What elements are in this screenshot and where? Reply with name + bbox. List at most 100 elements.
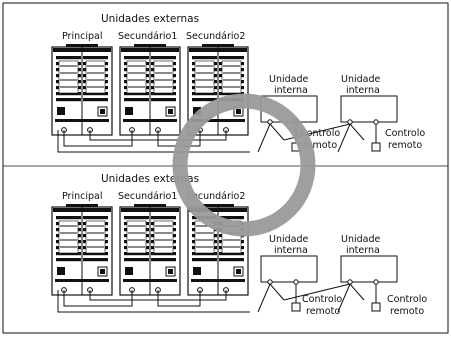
group1-remote2-label-line1: Controlo xyxy=(385,128,425,139)
outdoor-unit-1 xyxy=(51,204,113,296)
wire xyxy=(57,290,250,313)
unit-louvre xyxy=(192,92,217,96)
unit-panel xyxy=(221,60,242,94)
outdoor-unit-2 xyxy=(119,44,181,136)
indoor-terminal xyxy=(293,279,299,285)
unit-louvre xyxy=(83,98,108,102)
unit-louvre xyxy=(56,216,81,220)
unit-panel xyxy=(194,60,215,94)
unit-louvre xyxy=(124,216,149,220)
unit-louvre xyxy=(124,56,149,60)
group2-unit-principal-label: Principal xyxy=(62,191,102,202)
group2-indoor2-label-line1: Unidade xyxy=(341,234,380,245)
unit-louvre xyxy=(151,258,176,262)
unit-block xyxy=(57,267,65,275)
unit-block xyxy=(193,267,201,275)
unit-louvre xyxy=(124,98,149,102)
group1-indoor1-label-line2: interna xyxy=(274,85,308,96)
unit-louvre xyxy=(151,92,176,96)
outdoor-unit-1 xyxy=(51,44,113,136)
group2-indoor1-label-line2: interna xyxy=(274,245,308,256)
unit-panel xyxy=(58,60,79,94)
ring-watermark-icon xyxy=(172,93,316,237)
indoor-unit-box xyxy=(260,255,318,283)
wire xyxy=(89,130,158,141)
unit-block xyxy=(168,269,173,274)
unit-louvre xyxy=(56,92,81,96)
unit-bottom-band xyxy=(55,119,109,122)
remote-controller-icon xyxy=(291,302,301,312)
unit-panel xyxy=(85,220,106,254)
diagram-frame xyxy=(2,2,449,334)
unit-panel xyxy=(126,60,147,94)
wire xyxy=(257,123,285,153)
remote-controller-icon xyxy=(371,302,381,312)
wire xyxy=(89,290,158,301)
indoor-unit-2 xyxy=(340,255,398,283)
unit-bottom-band xyxy=(123,119,177,122)
unit-louvre xyxy=(151,216,176,220)
unit-louvre xyxy=(124,258,149,262)
unit-louvre xyxy=(56,56,81,60)
indoor-terminal xyxy=(373,119,379,125)
unit-block xyxy=(125,107,133,115)
unit-louvre xyxy=(192,56,217,60)
unit-louvre xyxy=(124,252,149,256)
unit-block xyxy=(100,269,105,274)
unit-bottom-band xyxy=(55,279,109,282)
unit-block xyxy=(57,107,65,115)
unit-louvre xyxy=(192,258,217,262)
group2-remote1-label-line1: Controlo xyxy=(302,294,342,305)
unit-panel xyxy=(153,220,174,254)
unit-top-fan xyxy=(66,44,98,47)
group1-system xyxy=(51,44,398,153)
unit-panel xyxy=(85,60,106,94)
group2-unit-secundario1-label: Secundário1 xyxy=(118,191,177,202)
group1-unit-secundario1-label: Secundário1 xyxy=(118,31,177,42)
unit-top-fan xyxy=(134,204,166,207)
unit-louvre xyxy=(56,98,81,102)
wire xyxy=(337,123,365,153)
unit-block xyxy=(236,269,241,274)
group2-remote2-label-line2: remoto xyxy=(390,306,424,317)
unit-bottom-band xyxy=(191,119,245,122)
unit-louvre xyxy=(151,56,176,60)
unit-block xyxy=(168,109,173,114)
unit-louvre xyxy=(56,258,81,262)
remote-controller-icon xyxy=(371,142,381,152)
indoor-terminal xyxy=(373,279,379,285)
group1-unit-secundario2-label: Secundário2 xyxy=(186,31,245,42)
unit-bottom-band xyxy=(123,279,177,282)
group1-indoor2-label-line1: Unidade xyxy=(341,74,380,85)
indoor-unit-1 xyxy=(260,255,318,283)
unit-panel xyxy=(58,220,79,254)
outdoor-unit-2 xyxy=(119,204,181,296)
group1-title: Unidades externas xyxy=(101,13,199,25)
unit-louvre xyxy=(219,252,244,256)
unit-louvre xyxy=(83,92,108,96)
unit-top-fan xyxy=(202,44,234,47)
group2-indoor2-label-line2: interna xyxy=(346,245,380,256)
unit-bottom-band xyxy=(191,279,245,282)
wire xyxy=(63,130,133,147)
unit-louvre xyxy=(83,56,108,60)
unit-louvre xyxy=(56,252,81,256)
wire xyxy=(157,290,201,307)
group2-remote1-label-line2: remoto xyxy=(306,306,340,317)
unit-block xyxy=(100,109,105,114)
group1-indoor1-label-line1: Unidade xyxy=(269,74,308,85)
unit-block xyxy=(236,109,241,114)
wire xyxy=(63,290,133,307)
unit-block xyxy=(125,267,133,275)
unit-louvre xyxy=(192,252,217,256)
group1-remote1-label-line2: remoto xyxy=(303,140,337,151)
unit-louvre xyxy=(124,92,149,96)
unit-louvre xyxy=(151,252,176,256)
indoor-unit-box xyxy=(340,95,398,123)
wire xyxy=(158,290,227,301)
unit-louvre xyxy=(151,98,176,102)
unit-panel xyxy=(126,220,147,254)
unit-louvre xyxy=(219,92,244,96)
unit-louvre xyxy=(83,258,108,262)
